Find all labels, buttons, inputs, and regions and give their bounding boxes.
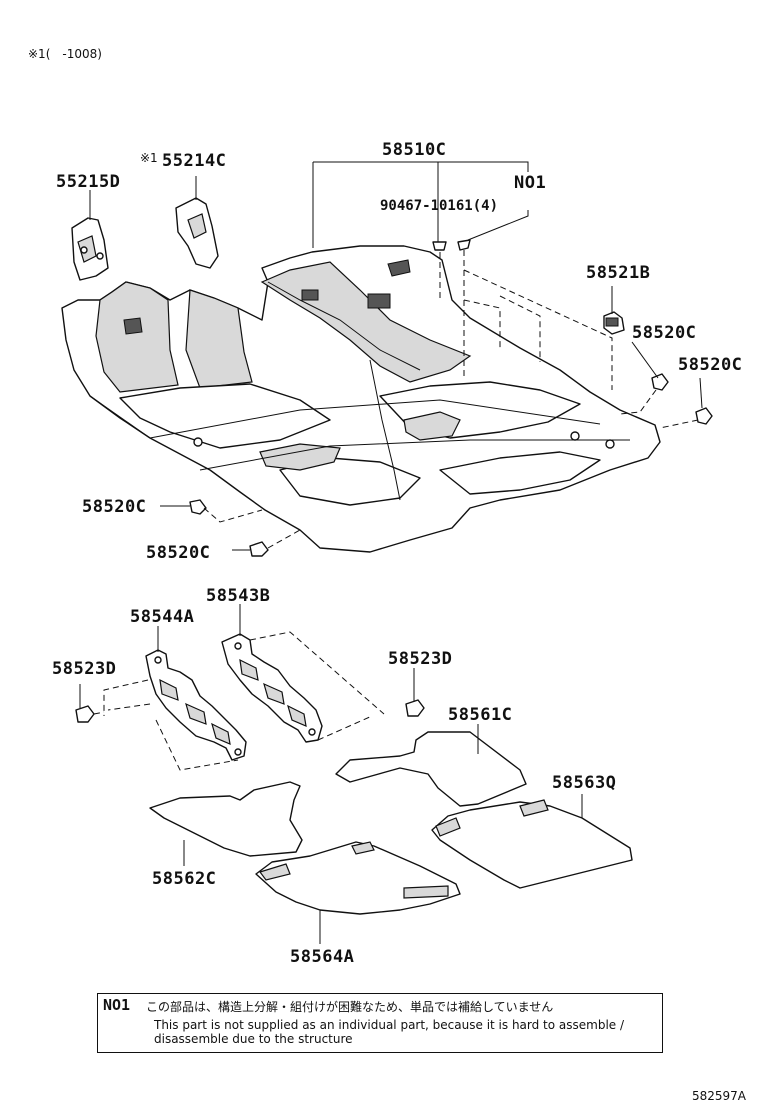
- label-90467-10161: 90467-10161(4): [380, 198, 498, 214]
- label-58544a: 58544A: [130, 607, 194, 627]
- note-tag: NO1: [103, 996, 131, 1014]
- label-58562c: 58562C: [152, 869, 216, 889]
- part-55215d-bracket: [71, 217, 109, 281]
- label-no1: NO1: [514, 173, 546, 193]
- part-55214c-insulator: [175, 197, 219, 269]
- label-58520c-right-1: 58520C: [632, 323, 696, 343]
- label-58520c-right-2: 58520C: [678, 355, 742, 375]
- label-58520c-left-2: 58520C: [146, 543, 210, 563]
- label-55214c: 55214C: [162, 151, 226, 171]
- label-58521b: 58521B: [586, 263, 650, 283]
- note-japanese: この部品は、構造上分解・組付けが困難なため、単品では補給していません: [146, 1000, 554, 1014]
- clip-90467-10161: [432, 239, 471, 251]
- note-english: This part is not supplied as an individu…: [154, 1018, 625, 1046]
- part-58544a-bracket: [145, 649, 247, 761]
- label-58523d-right: 58523D: [388, 649, 452, 669]
- mat-58564a: [255, 841, 461, 915]
- mat-58561c: [335, 731, 527, 807]
- clip-58523d-right: [405, 699, 425, 717]
- part-58543b-bracket: [221, 633, 323, 743]
- label-58563q: 58563Q: [552, 773, 616, 793]
- label-58561c: 58561C: [448, 705, 512, 725]
- clip-58523d-left: [75, 705, 95, 723]
- clip-58520c-right-1: [651, 373, 669, 391]
- clip-58520c-left-2: [249, 541, 269, 557]
- floor-carpet-58510c: [61, 245, 661, 553]
- label-58564a: 58564A: [290, 947, 354, 967]
- header-note: ※1( -1008): [28, 47, 102, 61]
- mat-58563q: [431, 799, 633, 889]
- label-58510c: 58510C: [382, 140, 446, 160]
- mark-55214c: ※1: [140, 151, 158, 165]
- note-box: NO1 この部品は、構造上分解・組付けが困難なため、単品では補給していません T…: [97, 993, 663, 1053]
- clip-58520c-left-1: [189, 499, 207, 515]
- mat-58562c: [149, 781, 303, 857]
- label-58520c-left-1: 58520C: [82, 497, 146, 517]
- label-58543b: 58543B: [206, 586, 270, 606]
- label-58523d-left: 58523D: [52, 659, 116, 679]
- clip-58520c-right-2: [695, 407, 713, 425]
- label-55215d: 55215D: [56, 172, 120, 192]
- diagram-id: 582597A: [692, 1089, 747, 1103]
- clip-58521b: [603, 311, 625, 335]
